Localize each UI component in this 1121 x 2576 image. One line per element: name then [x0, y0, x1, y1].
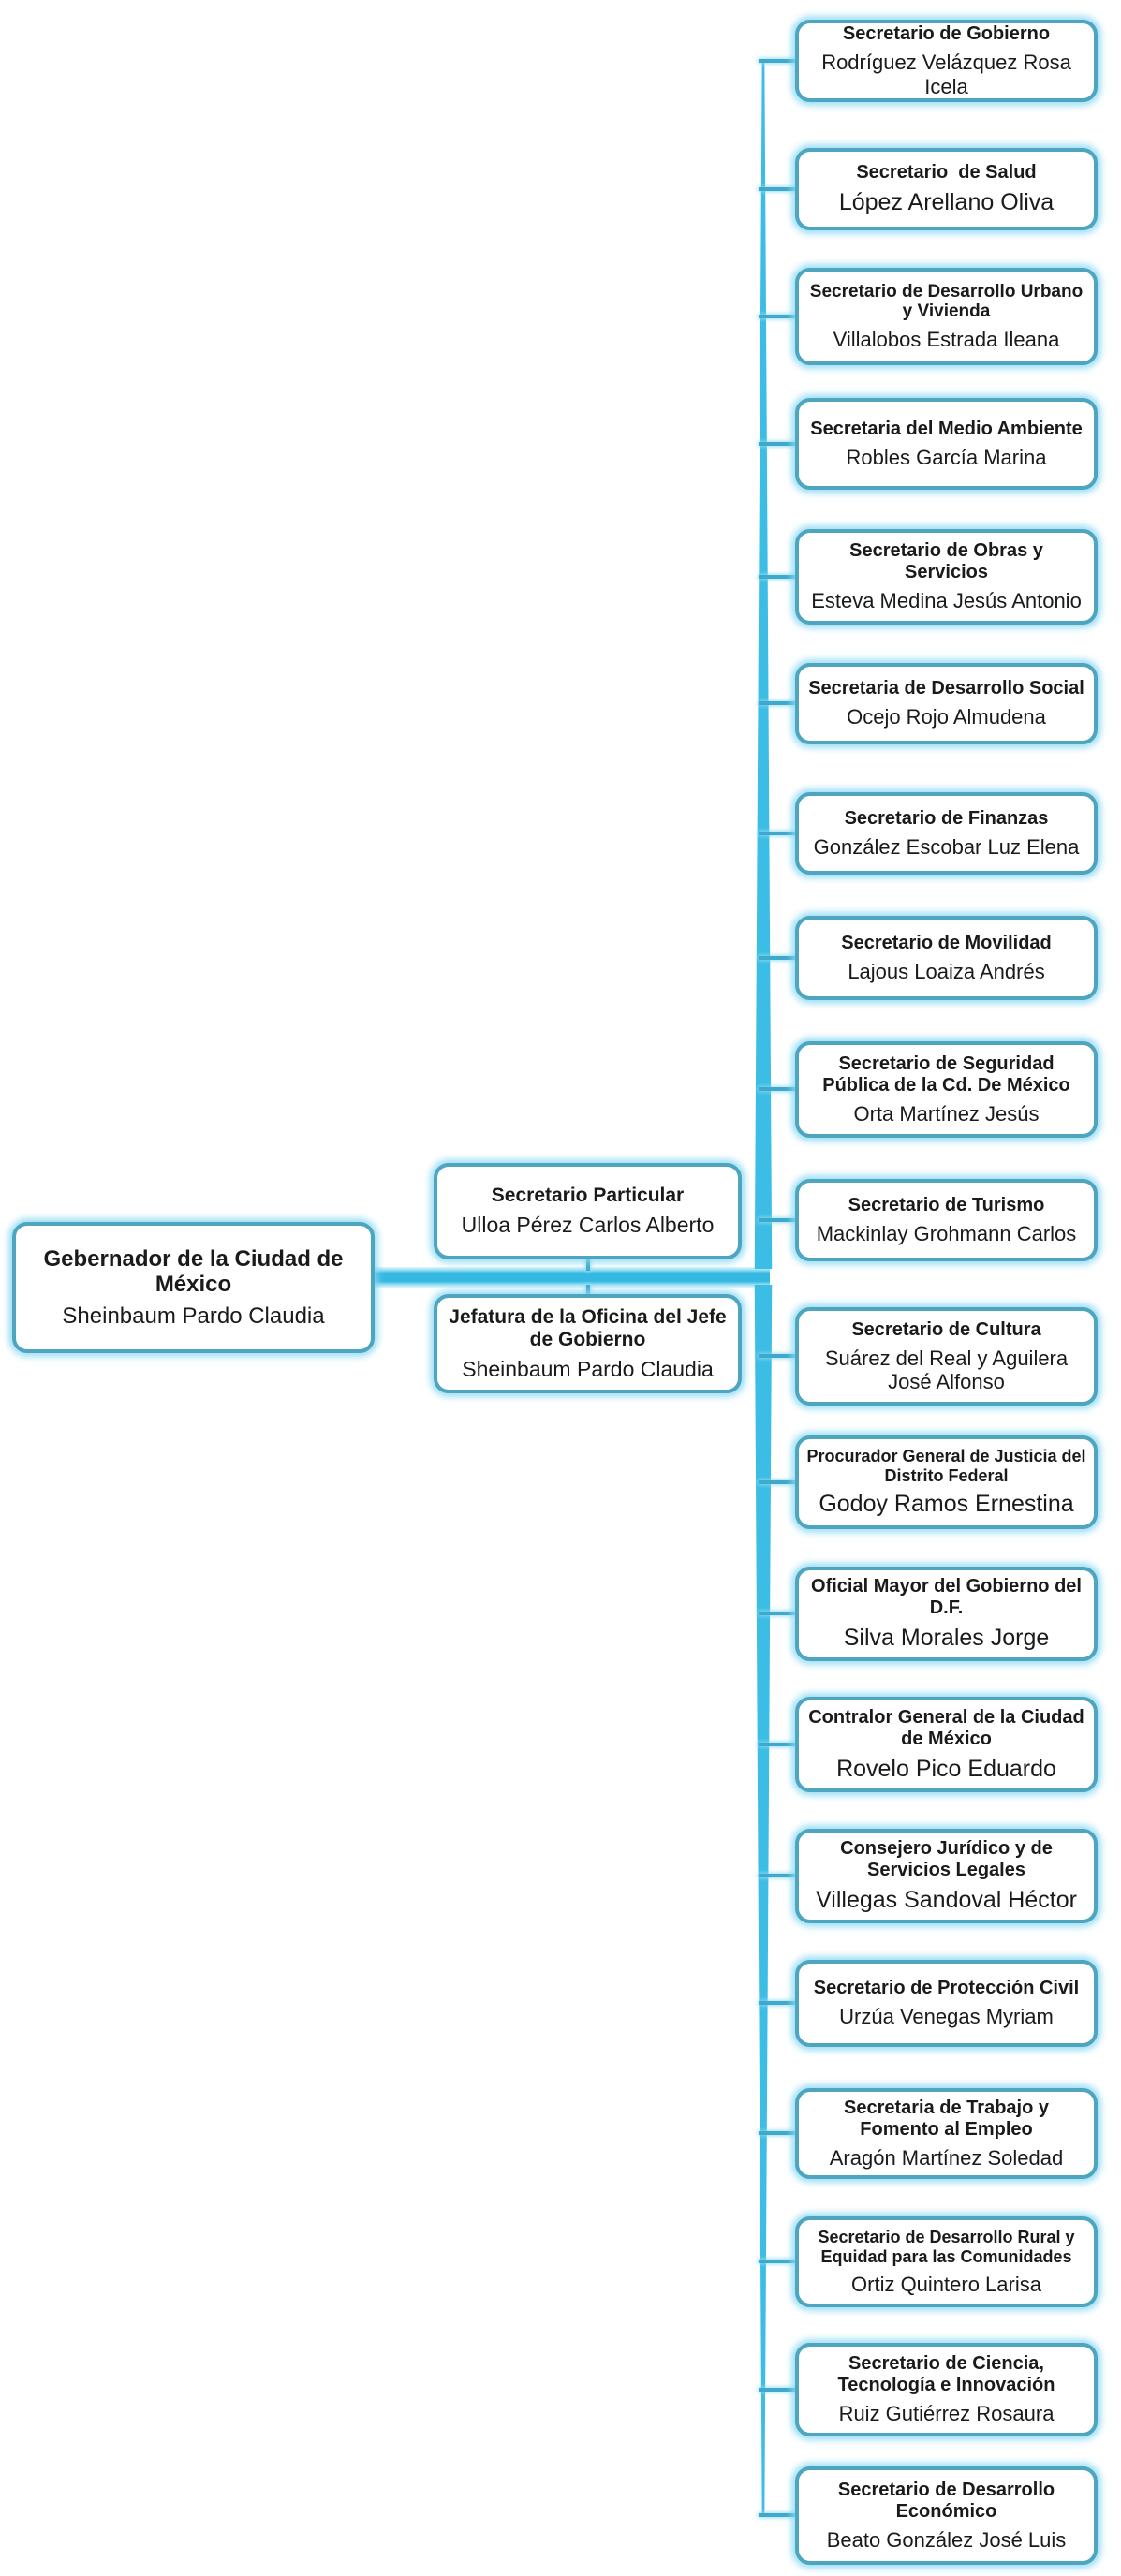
node-title: Secretaria de Trabajo y Fomento al Emple… — [843, 2097, 1055, 2140]
connector-stub-3 — [759, 315, 796, 318]
connector-stub-10 — [759, 1218, 796, 1222]
node-person-name: Mackinlay Grohmann Carlos — [816, 1221, 1077, 1245]
node-seguridad-publica: Secretario de Seguridad Pública de la Cd… — [795, 1041, 1098, 1138]
node-person-name: Ortiz Quintero Larisa — [851, 2272, 1041, 2296]
node-title: Secretaria de Desarrollo Social — [808, 678, 1084, 699]
node-title: Secretario de Obras y Servicios — [849, 540, 1049, 583]
connector-root-horizontal — [373, 1267, 770, 1288]
connector-stub-20 — [759, 2513, 796, 2517]
node-person-name: Rovelo Pico Eduardo — [836, 1755, 1056, 1782]
node-obras-servicios: Secretario de Obras y Servicios Esteva M… — [795, 529, 1098, 625]
node-secretario-de-gobierno: Secretario de Gobierno Rodríguez Velázqu… — [795, 20, 1098, 102]
connector-stub-1 — [759, 59, 796, 63]
node-person-name: Ulloa Pérez Carlos Alberto — [461, 1213, 715, 1238]
node-oficial-mayor: Oficial Mayor del Gobierno del D.F. Silv… — [795, 1567, 1098, 1661]
node-title: Secretario de Cultura — [851, 1318, 1041, 1340]
node-person-name: Sheinbaum Pardo Claudia — [462, 1356, 714, 1381]
connector-stub-13 — [759, 1612, 796, 1615]
node-ciencia-tecnologia: Secretario de Ciencia, Tecnología e Inno… — [795, 2343, 1098, 2436]
connector-stub-15 — [759, 1874, 796, 1877]
node-person-name: Ruiz Gutiérrez Rosaura — [838, 2402, 1055, 2426]
node-person-name: Godoy Ramos Ernestina — [819, 1491, 1074, 1518]
node-title: Procurador General de Justicia del Distr… — [806, 1446, 1091, 1485]
connector-stub-2 — [759, 187, 796, 191]
connector-stub-5 — [759, 575, 796, 579]
node-trabajo-fomento-empleo: Secretaria de Trabajo y Fomento al Emple… — [795, 2088, 1098, 2179]
node-person-name: López Arellano Oliva — [838, 189, 1055, 216]
node-person-name: Urzúa Venegas Myriam — [839, 2005, 1054, 2029]
node-person-name: Villegas Sandoval Héctor — [816, 1887, 1077, 1914]
node-title: Secretario de Desarrollo Urbano y Vivien… — [809, 281, 1088, 322]
node-title: Secretario de Protección Civil — [813, 1978, 1080, 1999]
connector-stub-19 — [759, 2388, 796, 2392]
node-title: Secretario de Ciencia, Tecnología e Inno… — [837, 2353, 1055, 2396]
node-cultura: Secretario de Cultura Suárez del Real y … — [795, 1307, 1098, 1406]
node-desarrollo-urbano-vivienda: Secretario de Desarrollo Urbano y Vivien… — [795, 268, 1098, 365]
connector-staff-top-stub — [586, 1259, 590, 1271]
node-procurador-justicia: Procurador General de Justicia del Distr… — [795, 1435, 1098, 1529]
node-person-name: Rodríguez Velázquez Rosa Icela — [821, 51, 1071, 98]
node-person-name: Lajous Loaiza Andrés — [848, 959, 1045, 983]
connector-stub-16 — [759, 2001, 796, 2005]
connector-staff-bottom-stub — [586, 1285, 590, 1295]
node-person-name: Silva Morales Jorge — [843, 1625, 1050, 1652]
connector-stub-7 — [759, 832, 796, 835]
node-desarrollo-economico: Secretario de Desarrollo Económico Beato… — [795, 2466, 1098, 2565]
node-person-name: Sheinbaum Pardo Claudia — [62, 1303, 325, 1329]
node-title: Consejero Jurídico y de Servicios Legale… — [840, 1838, 1058, 1881]
node-person-name: Robles García Marina — [846, 445, 1047, 469]
node-person-name: González Escobar Luz Elena — [813, 834, 1080, 859]
node-title: Jefatura de la Oficina del Jefe de Gobie… — [449, 1305, 732, 1350]
node-person-name: Villalobos Estrada Ileana — [833, 328, 1060, 352]
node-movilidad: Secretario de Movilidad Lajous Loaiza An… — [795, 916, 1098, 1000]
connector-stub-9 — [759, 1087, 796, 1091]
node-title: Oficial Mayor del Gobierno del D.F. — [811, 1576, 1087, 1619]
node-proteccion-civil: Secretario de Protección Civil Urzúa Ven… — [795, 1960, 1098, 2047]
node-title: Secretaria del Medio Ambiente — [810, 418, 1083, 439]
node-title: Secretario de Gobierno — [842, 23, 1051, 45]
connector-stub-18 — [759, 2260, 796, 2263]
connector-stub-12 — [759, 1480, 796, 1484]
node-contralor-general: Contralor General de la Ciudad de México… — [795, 1697, 1098, 1792]
node-consejero-juridico: Consejero Jurídico y de Servicios Legale… — [795, 1829, 1098, 1923]
node-title: Secretario de Desarrollo Rural y Equidad… — [818, 2228, 1080, 2266]
node-title: Secretario Particular — [491, 1185, 685, 1207]
node-finanzas: Secretario de Finanzas González Escobar … — [795, 792, 1098, 875]
node-title: Secretario de Turismo — [848, 1194, 1045, 1215]
node-turismo: Secretario de Turismo Mackinlay Grohmann… — [795, 1179, 1098, 1261]
node-title: Secretario de Seguridad Pública de la Cd… — [822, 1052, 1070, 1096]
node-title: Contralor General de la Ciudad de México — [808, 1706, 1090, 1749]
node-gobernador: Gebernador de la Ciudad de México Sheinb… — [12, 1222, 375, 1353]
connector-stub-17 — [759, 2131, 796, 2135]
node-person-name: Aragón Martínez Soledad — [829, 2145, 1064, 2170]
node-title: Secretario de Salud — [856, 162, 1037, 184]
node-title: Secretario de Movilidad — [841, 932, 1052, 953]
connector-stub-8 — [759, 956, 796, 960]
connector-trunk-lower — [754, 1285, 773, 2517]
node-person-name: Beato González José Luis — [826, 2527, 1067, 2552]
connector-stub-6 — [759, 701, 796, 705]
node-secretario-particular: Secretario Particular Ulloa Pérez Carlos… — [434, 1163, 742, 1259]
node-title: Secretario de Desarrollo Económico — [837, 2479, 1060, 2522]
node-person-name: Suárez del Real y Aguilera José Alfonso — [824, 1346, 1069, 1393]
node-desarrollo-rural: Secretario de Desarrollo Rural y Equidad… — [795, 2216, 1098, 2307]
connector-stub-4 — [759, 442, 796, 446]
node-jefatura-oficina: Jefatura de la Oficina del Jefe de Gobie… — [434, 1294, 742, 1393]
connector-stub-11 — [759, 1354, 796, 1358]
node-person-name: Orta Martínez Jesús — [853, 1101, 1040, 1126]
node-person-name: Ocejo Rojo Almudena — [847, 705, 1046, 729]
node-secretario-de-salud: Secretario de Salud López Arellano Oliva — [795, 148, 1098, 230]
node-person-name: Esteva Medina Jesús Antonio — [811, 589, 1082, 613]
node-title: Secretario de Finanzas — [844, 807, 1049, 829]
node-desarrollo-social: Secretaria de Desarrollo Social Ocejo Ro… — [795, 663, 1098, 744]
connector-stub-14 — [759, 1743, 796, 1746]
node-title: Gebernador de la Ciudad de México — [43, 1245, 350, 1298]
node-medio-ambiente: Secretaria del Medio Ambiente Robles Gar… — [795, 398, 1098, 490]
